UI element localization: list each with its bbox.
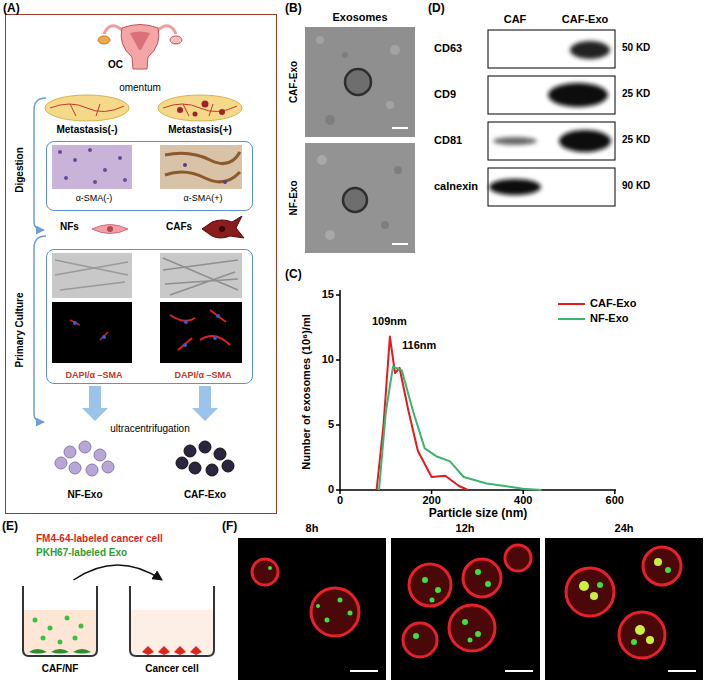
protein-label: CD63	[434, 43, 462, 54]
culture-images	[52, 253, 242, 363]
weight-label: 25 KD	[622, 135, 650, 145]
peak-label: 116nm	[402, 340, 436, 351]
node-text: α-SMA(-)	[76, 194, 113, 203]
lane-header: CAF-Exo	[562, 14, 608, 25]
tick-label: 0	[337, 495, 343, 506]
panel-frame: (A)α-SMA(-)α-SMA(+)DAPI/α –SMADAPI/α –SM…	[5, 14, 277, 514]
well-shape	[15, 580, 105, 658]
cell-label: CAFs	[166, 222, 192, 232]
weight-label: 50 KD	[622, 43, 650, 53]
step-label: ultracentrifugation	[110, 424, 190, 434]
node-text: α-SMA(+)	[184, 194, 223, 203]
stain-label: PKH67-labeled Exo	[36, 548, 127, 558]
omentum-illustration	[45, 95, 242, 121]
sample-label: NF-Exo	[289, 181, 299, 216]
tem-images	[305, 27, 415, 253]
confocal-images	[238, 538, 703, 680]
panel-letter: (E)	[2, 520, 18, 532]
time-label: 24h	[615, 523, 634, 534]
culture-well: CAF/NF	[15, 580, 105, 680]
image-group-box: DAPI/α –SMA DAPI/α –SMA	[46, 249, 253, 384]
tick-label: 10	[322, 354, 334, 365]
step-label: Digestion	[15, 147, 25, 193]
tissue-label: omentum	[119, 83, 161, 93]
tick-label: 200	[422, 495, 440, 506]
protein-label: CD81	[434, 135, 462, 146]
tissue-label: Metastasis(-)	[56, 125, 117, 135]
weight-label: 25 KD	[622, 89, 650, 99]
transfer-arrow	[74, 565, 163, 580]
axis-title: Particle size (nm)	[429, 507, 528, 519]
tick-label: 15	[322, 289, 334, 300]
western-blot	[488, 30, 615, 206]
size-chart	[336, 290, 616, 494]
tick-label: 600	[606, 495, 624, 506]
panel-letter: (F)	[222, 520, 237, 532]
time-label: 12h	[456, 523, 475, 534]
fibroblast-cells	[92, 216, 244, 238]
image-group-box: α-SMA(-) α-SMA(+)	[46, 141, 253, 211]
node-text: DAPI/α –SMA	[174, 371, 231, 380]
image-title: Exosomes	[332, 12, 387, 23]
node-text: (A)	[3, 2, 20, 14]
weight-label: 90 KD	[622, 181, 650, 191]
uterus-illustration	[98, 25, 182, 70]
legend-text: NF-Exo	[590, 313, 629, 324]
sample-label: NF-Exo	[68, 490, 103, 500]
step-label: Primary Culture	[15, 292, 25, 367]
stain-label: FM4-64-labeled cancer cell	[36, 534, 163, 544]
protein-label: CD9	[434, 89, 456, 100]
tick-label: 0	[328, 484, 334, 495]
sample-label: CAF-Exo	[184, 490, 226, 500]
node-text: Cancer cell	[145, 664, 198, 674]
well-shape	[122, 580, 222, 658]
peak-label: 109nm	[372, 316, 407, 327]
axis-title: Number of exosomes (10⁶)/ml	[301, 314, 312, 469]
sample-label: CAF-Exo	[289, 61, 299, 103]
time-label: 8h	[306, 523, 319, 534]
tick-label: 400	[514, 495, 532, 506]
tissue-label: Metastasis(+)	[168, 125, 232, 135]
exosome-dots	[55, 441, 234, 476]
node-text: DAPI/α –SMA	[65, 371, 122, 380]
lane-header: CAF	[504, 14, 527, 25]
cell-label: NFs	[60, 222, 79, 232]
organ-label: OC	[108, 60, 123, 70]
panel-letter: (D)	[428, 2, 445, 14]
protein-label: calnexin	[434, 181, 478, 192]
panel-letter: (C)	[285, 268, 302, 280]
ihc-images	[52, 145, 242, 189]
legend-text: CAF-Exo	[590, 298, 636, 309]
node-text: CAF/NF	[42, 664, 79, 674]
tick-label: 5	[328, 419, 334, 430]
panel-letter: (B)	[285, 2, 302, 14]
culture-well: Cancer cell	[122, 580, 222, 680]
